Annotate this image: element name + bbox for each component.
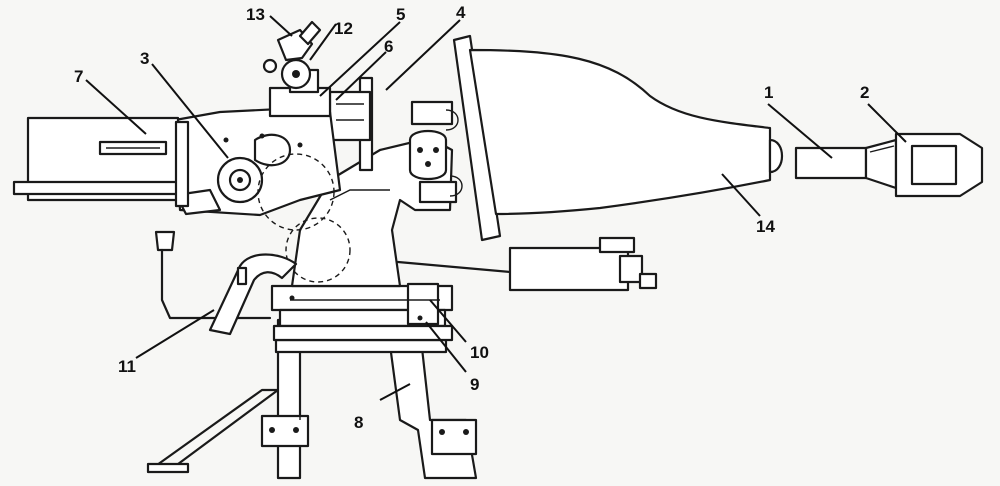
callout-13: 13 xyxy=(246,5,265,24)
callout-4: 4 xyxy=(456,3,466,22)
actuator-cylinder xyxy=(396,236,658,292)
turntable-plates xyxy=(270,282,454,342)
callout-5: 5 xyxy=(396,5,405,24)
callout-9: 9 xyxy=(470,375,479,394)
receiver-block xyxy=(173,20,342,217)
callout-14: 14 xyxy=(756,217,775,236)
leader-lines xyxy=(85,15,907,401)
callout-3: 3 xyxy=(140,49,149,68)
main-tapered-body xyxy=(468,48,784,216)
callout-1: 1 xyxy=(764,83,773,102)
callout-7: 7 xyxy=(74,67,83,86)
callout-10: 10 xyxy=(470,343,489,362)
shield-plate xyxy=(408,34,502,242)
callout-12: 12 xyxy=(334,19,353,38)
rear-assembly xyxy=(794,132,984,198)
callout-labels: 1 2 3 4 5 6 7 8 9 10 11 12 13 14 xyxy=(74,3,869,432)
base-stand xyxy=(146,318,478,480)
detail-circles xyxy=(257,153,351,283)
callout-2: 2 xyxy=(860,83,869,102)
callout-8: 8 xyxy=(354,413,363,432)
callout-11: 11 xyxy=(118,357,136,376)
hand-lever xyxy=(154,230,298,336)
callout-6: 6 xyxy=(384,37,393,56)
barrel-jacket xyxy=(12,116,190,208)
